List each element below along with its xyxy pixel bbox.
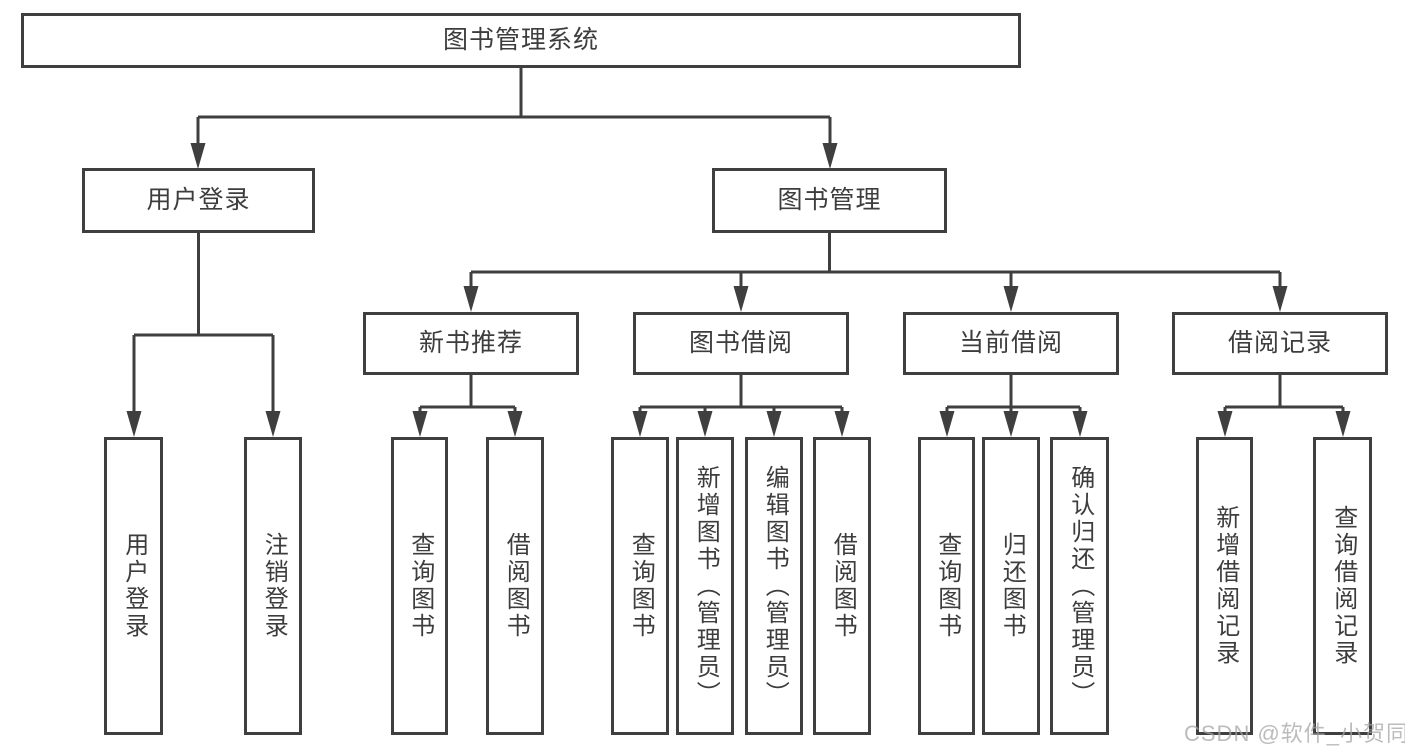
- node-library-management-system: 图书管理系统: [21, 13, 1021, 68]
- leaf-add-book-admin: 新增图书（管理员）: [676, 437, 734, 735]
- leaf-borrow-books-recommend: 借阅图书: [486, 437, 544, 735]
- node-book-borrow: 图书借阅: [633, 312, 849, 375]
- leaf-query-books-current: 查询图书: [918, 437, 975, 735]
- leaf-return-book: 归还图书: [982, 437, 1040, 735]
- leaf-edit-book-admin: 编辑图书（管理员）: [745, 437, 803, 735]
- node-user-login: 用户登录: [82, 168, 315, 233]
- node-current-borrow: 当前借阅: [903, 312, 1119, 375]
- node-borrow-records: 借阅记录: [1172, 312, 1388, 375]
- node-book-management: 图书管理: [712, 168, 947, 233]
- leaf-query-books-borrow: 查询图书: [611, 437, 669, 735]
- leaf-user-login: 用户登录: [104, 437, 163, 735]
- leaf-borrow-books: 借阅图书: [813, 437, 871, 735]
- leaf-confirm-return-admin: 确认归还（管理员）: [1050, 437, 1109, 735]
- leaf-logout: 注销登录: [244, 437, 302, 735]
- leaf-add-borrow-record: 新增借阅记录: [1196, 437, 1253, 735]
- csdn-watermark: CSDN @软件_小贺同学: [1184, 721, 1405, 746]
- leaf-query-books-recommend: 查询图书: [391, 437, 448, 735]
- leaf-query-borrow-record: 查询借阅记录: [1313, 437, 1372, 735]
- node-new-book-recommend: 新书推荐: [363, 312, 579, 375]
